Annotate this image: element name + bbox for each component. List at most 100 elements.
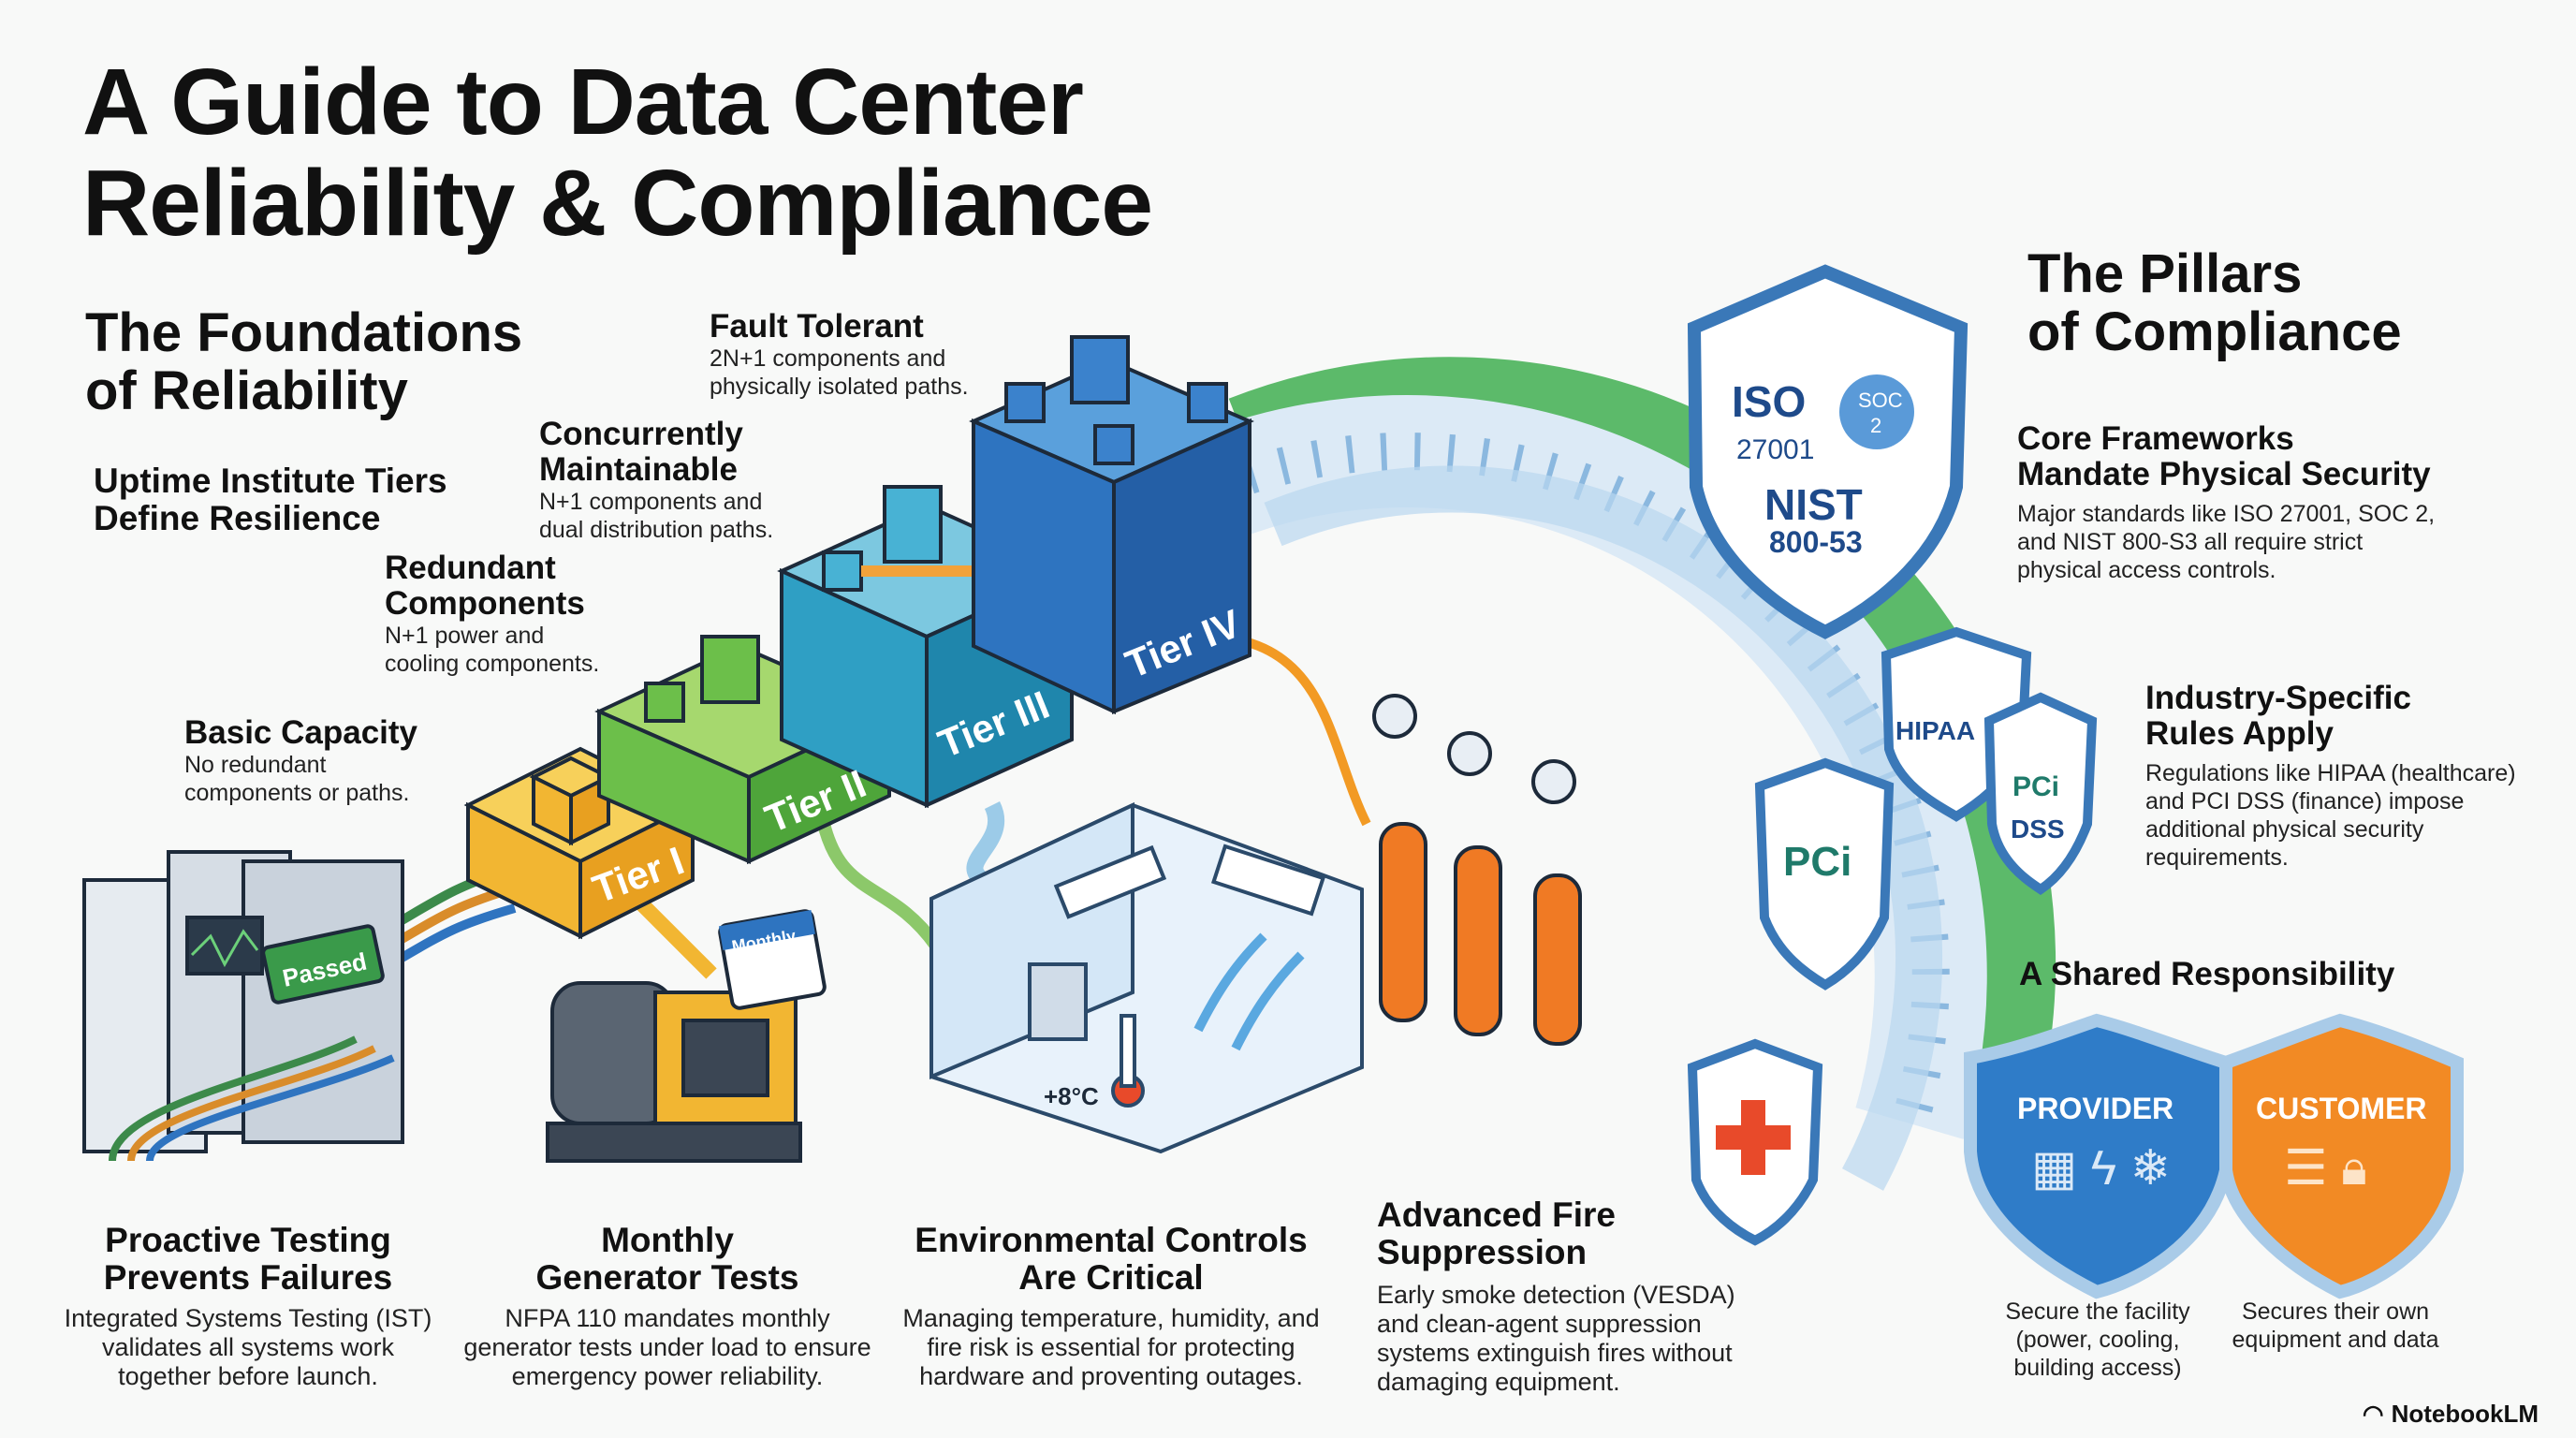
reliability-heading-line: of Reliability: [85, 360, 408, 421]
title-line-2: Reliability & Compliance: [82, 151, 1153, 256]
hipaa-label: HIPAA: [1895, 716, 1975, 745]
section-title: Are Critical: [1018, 1258, 1204, 1297]
medical-cross-shield: [1687, 1038, 1823, 1246]
section-title: Monthly: [601, 1221, 734, 1259]
customer-desc-line: equipment and data: [2232, 1327, 2439, 1353]
room-temperature: +8°C: [1044, 1082, 1099, 1110]
section-desc-line: emergency power reliability.: [511, 1362, 824, 1390]
generator-tests-section: Monthly Generator Tests NFPA 110 mandate…: [461, 1222, 873, 1391]
customer-label: CUSTOMER: [2256, 1092, 2427, 1125]
customer-description: Secures their own equipment and data: [2218, 1298, 2452, 1354]
section-desc-line: Integrated Systems Testing (IST): [64, 1304, 432, 1332]
provider-desc-line: (power, cooling,: [2015, 1327, 2180, 1353]
compliance-heading: The Pillars of Compliance: [2027, 245, 2402, 361]
calendar-icon: Monthly: [718, 909, 827, 1010]
industry-rules-section: Industry-Specific Rules Apply Regulation…: [2145, 681, 2516, 872]
tier-3-title: Maintainable: [539, 451, 738, 488]
section-desc-line: NFPA 110 mandates monthly: [505, 1304, 830, 1332]
tier-4-block: [969, 335, 1254, 715]
section-title: Core Frameworks: [2017, 420, 2294, 457]
provider-description: Secure the facility (power, cooling, bui…: [1975, 1298, 2220, 1382]
dss-label: DSS: [2011, 814, 2065, 844]
section-title: Proactive Testing: [105, 1221, 391, 1259]
tier-2-title: Redundant: [385, 550, 556, 586]
section-desc-line: generator tests under load to ensure: [463, 1333, 871, 1361]
section-desc-line: validates all systems work: [101, 1333, 395, 1361]
notebooklm-logo-icon: ◠: [2362, 1400, 2384, 1428]
compliance-heading-line: The Pillars: [2027, 243, 2303, 304]
section-desc-line: additional physical security: [2145, 816, 2424, 843]
tier-3-title: Concurrently: [539, 416, 743, 452]
section-title: Advanced Fire: [1377, 1196, 1616, 1234]
building-power-snowflake-icons: ▦ ϟ ❄: [2031, 1141, 2171, 1196]
section-title: Prevents Failures: [103, 1258, 393, 1297]
iso-number: 27001: [1736, 434, 1814, 465]
nist-label: NIST: [1764, 480, 1863, 529]
section-desc-line: damaging equipment.: [1377, 1368, 1620, 1396]
iso-nist-shield: ISO 27001 SOC 2 NIST 800-53: [1687, 264, 1969, 639]
section-desc-line: fire risk is essential for protecting: [927, 1333, 1295, 1361]
tier-4-desc-line: 2N+1 components and: [710, 345, 946, 372]
uptime-subheading-line: Define Resilience: [94, 499, 381, 537]
reliability-heading-line: The Foundations: [85, 302, 523, 363]
environment-room: +8°C: [929, 801, 1364, 1154]
pci-shield: PCi: [1754, 757, 1895, 990]
shared-responsibility-title: A Shared Responsibility: [2019, 956, 2395, 992]
section-desc-line: and clean-agent suppression: [1377, 1310, 1702, 1338]
section-title: Generator Tests: [535, 1258, 799, 1297]
pci-dss-pci-label: PCi: [2012, 771, 2059, 802]
section-title: Suppression: [1377, 1233, 1588, 1271]
section-desc-line: and PCI DSS (finance) impose: [2145, 788, 2465, 814]
section-title: Industry-Specific: [2145, 680, 2411, 716]
core-frameworks-section: Core Frameworks Mandate Physical Securit…: [2017, 421, 2435, 584]
provider-label: PROVIDER: [2017, 1092, 2174, 1125]
section-desc-line: Regulations like HIPAA (healthcare): [2145, 760, 2516, 786]
nist-number: 800-53: [1769, 525, 1863, 559]
tier-4-description: Fault Tolerant 2N+1 components and physi…: [710, 309, 969, 401]
section-desc-line: systems extinguish fires without: [1377, 1339, 1733, 1367]
page-title: A Guide to Data Center Reliability & Com…: [82, 50, 1153, 256]
customer-desc-line: Secures their own: [2241, 1299, 2430, 1325]
fire-suppression-section: Advanced Fire Suppression Early smoke de…: [1377, 1196, 1735, 1397]
section-desc-line: requirements.: [2145, 844, 2289, 871]
tier-4-title: Fault Tolerant: [710, 308, 924, 345]
brand-label: NotebookLM: [2391, 1400, 2539, 1428]
tier-2-description: Redundant Components N+1 power and cooli…: [385, 550, 599, 678]
section-desc-line: Managing temperature, humidity, and: [902, 1304, 1320, 1332]
section-desc-line: and NIST 800-S3 all require strict: [2017, 529, 2364, 555]
soc-label: SOC: [1858, 389, 1903, 412]
generator: [546, 981, 802, 1163]
tier-3-desc-line: dual distribution paths.: [539, 517, 774, 543]
notebooklm-watermark: ◠ NotebookLM: [2363, 1400, 2539, 1429]
tier-2-desc-line: N+1 power and: [385, 623, 545, 649]
tier-2-title: Components: [385, 585, 585, 622]
server-lock-icons: ☰ 🔒︎: [2284, 1141, 2367, 1196]
section-title: Mandate Physical Security: [2017, 456, 2431, 492]
provider-shield: PROVIDER ▦ ϟ ❄: [1964, 1013, 2232, 1299]
section-desc-line: Early smoke detection (VESDA): [1377, 1281, 1735, 1309]
tier-4-desc-line: physically isolated paths.: [710, 374, 969, 400]
uptime-subheading: Uptime Institute Tiers Define Resilience: [94, 462, 447, 537]
proactive-testing-section: Proactive Testing Prevents Failures Inte…: [51, 1222, 445, 1391]
reliability-heading: The Foundations of Reliability: [85, 304, 522, 420]
section-desc-line: physical access controls.: [2017, 557, 2276, 583]
compliance-heading-line: of Compliance: [2027, 301, 2402, 362]
provider-desc-line: building access): [2013, 1355, 2182, 1381]
soc-number: 2: [1870, 414, 1881, 437]
pci-dss-shield: PCi DSS: [1983, 692, 2098, 896]
fire-extinguishers: [1372, 694, 1582, 1046]
section-desc-line: hardware and proventing outages.: [919, 1362, 1303, 1390]
iso-label: ISO: [1732, 377, 1806, 426]
pci-label: PCi: [1783, 839, 1852, 885]
title-line-1: A Guide to Data Center: [82, 50, 1084, 154]
environmental-controls-section: Environmental Controls Are Critical Mana…: [900, 1222, 1322, 1391]
tier-3-description: Concurrently Maintainable N+1 components…: [539, 417, 773, 544]
section-desc-line: together before launch.: [118, 1362, 378, 1390]
tier-1-desc-line: No redundant: [184, 752, 327, 778]
section-desc-line: Major standards like ISO 27001, SOC 2,: [2017, 501, 2436, 527]
section-title: Environmental Controls: [915, 1221, 1308, 1259]
customer-shield: CUSTOMER ☰ 🔒︎: [2219, 1013, 2464, 1299]
section-title: Rules Apply: [2145, 715, 2334, 752]
provider-desc-line: Secure the facility: [2005, 1299, 2190, 1325]
